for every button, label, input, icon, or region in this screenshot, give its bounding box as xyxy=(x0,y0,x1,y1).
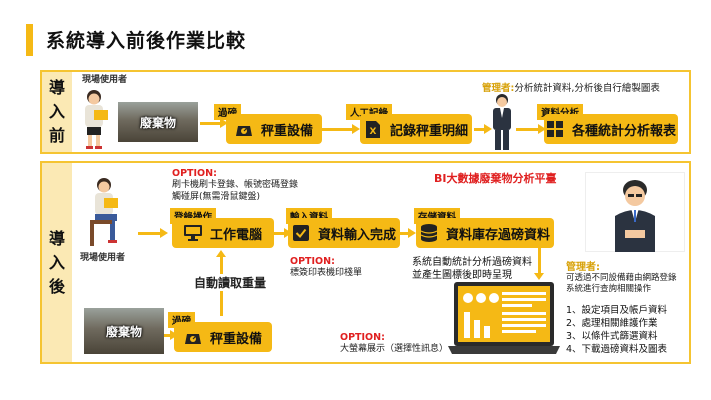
arrow-up-auto-read-head xyxy=(216,250,226,257)
database-box: 資料庫存過磅資料 xyxy=(416,218,554,248)
after-side-char-2: 入 xyxy=(48,252,65,272)
database-label: 資料庫存過磅資料 xyxy=(445,227,550,243)
after-scale-label: 秤重設備 xyxy=(209,331,262,347)
after-manager-block: 管理者: 可透過不同設備藉由網路登錄 系統進行查詢相關操作 xyxy=(566,258,690,295)
waste-photo-label: 廢棄物 xyxy=(139,115,176,130)
after-side-char-1: 導 xyxy=(48,228,65,248)
option-login-title: OPTION: xyxy=(172,168,217,179)
option-login: OPTION: 刷卡機刷卡登錄、帳號密碼登錄 觸碰屏(無需滑鼠鍵盤) xyxy=(172,168,298,203)
grid-report-icon xyxy=(546,120,564,138)
manager-list-item-3: 3、以條件式篩選資料 xyxy=(566,331,658,342)
database-icon xyxy=(420,224,438,242)
work-pc-box: 工作電腦 xyxy=(172,218,274,248)
data-entry-box: 資料輸入完成 xyxy=(288,218,400,248)
before-side-char-3: 前 xyxy=(48,126,65,145)
field-user-figure xyxy=(85,90,108,149)
before-side-char-1: 導 xyxy=(48,78,65,97)
before-side-label: 導 入 前 xyxy=(42,72,72,152)
option-big-screen: OPTION: 大螢幕展示（選擇性訊息） xyxy=(340,332,448,355)
after-manager-title: 管理者: xyxy=(566,262,600,273)
option-login-line2: 觸碰屏(無需滑鼠鍵盤) xyxy=(172,192,261,202)
before-report-box: 各種統計分析報表 xyxy=(544,114,678,144)
option-printer-title: OPTION: xyxy=(290,256,335,267)
before-manager-text: 分析統計資料,分析後自行繪製圖表 xyxy=(514,83,660,94)
arrow-after-2 xyxy=(274,228,292,238)
manager-figure-before xyxy=(493,94,511,150)
option-printer-text: 標簽印表機印棧單 xyxy=(290,268,363,278)
arrow-down-dashboard xyxy=(538,248,541,274)
svg-text:X: X xyxy=(369,127,376,137)
bi-platform-title: BI大數據廢棄物分析平臺 xyxy=(434,172,557,185)
before-report-label: 各種統計分析報表 xyxy=(571,123,676,139)
before-record-box: X 記錄秤重明細 xyxy=(360,114,472,144)
before-scale-label: 秤重設備 xyxy=(260,123,313,139)
option-label-printer: OPTION: 標簽印表機印棧單 xyxy=(290,256,362,279)
manager-list-item-4: 4、下載過磅資料及圖表 xyxy=(566,344,668,355)
dashboard-laptop xyxy=(448,282,560,354)
scale-icon xyxy=(235,120,253,138)
arrow-before-4 xyxy=(516,124,546,134)
arrow-down-dashboard-head xyxy=(534,273,544,280)
data-entry-label: 資料輸入完成 xyxy=(317,227,396,243)
before-side-char-2: 入 xyxy=(48,102,65,121)
scale-icon-after xyxy=(184,328,202,346)
monitor-icon xyxy=(183,224,202,242)
after-user-label: 現場使用者 xyxy=(80,253,126,263)
title-accent-bar xyxy=(26,24,33,56)
checkbox-icon xyxy=(292,224,310,242)
auto-read-weight-label: 自動讀取重量 xyxy=(192,274,269,291)
system-auto-line2: 並產生圖標後即時呈現 xyxy=(412,270,512,281)
page-title: 系統導入前後作業比較 xyxy=(46,30,247,52)
after-manager-desc1: 可透過不同設備藉由網路登錄 xyxy=(566,273,677,283)
before-manager-note: 管理者:分析統計資料,分析後自行繪製圖表 xyxy=(482,80,660,94)
after-scale-box: 秤重設備 xyxy=(174,322,272,352)
arrow-after-1 xyxy=(138,228,168,238)
arrow-after-3 xyxy=(400,228,416,238)
waste-photo-after: 廢棄物 xyxy=(84,308,164,354)
waste-photo-after-label: 廢棄物 xyxy=(105,324,142,339)
excel-icon: X xyxy=(364,120,382,138)
field-user-figure-after xyxy=(90,178,118,246)
system-auto-line1: 系統自動統計分析過磅資料 xyxy=(412,257,532,268)
system-auto-text: 系統自動統計分析過磅資料 並產生圖標後即時呈現 xyxy=(412,256,532,282)
option-screen-text: 大螢幕展示（選擇性訊息） xyxy=(340,344,449,354)
before-record-label: 記錄秤重明細 xyxy=(389,123,468,139)
arrow-before-3 xyxy=(474,124,492,134)
after-side-char-3: 後 xyxy=(48,276,65,296)
arrow-after-scale xyxy=(164,330,178,340)
after-side-label: 導 入 後 xyxy=(42,163,72,362)
before-user-label: 現場使用者 xyxy=(82,75,128,85)
after-manager-desc2: 系統進行查詢相關操作 xyxy=(566,284,652,294)
after-manager-list: 1、設定項目及帳戶資料 2、處理相關維護作業 3、以條件式篩選資料 4、下載過磅… xyxy=(566,304,667,356)
option-screen-title: OPTION: xyxy=(340,332,385,343)
arrow-before-1 xyxy=(200,118,228,128)
manager-list-item-1: 1、設定項目及帳戶資料 xyxy=(566,305,668,316)
work-pc-label: 工作電腦 xyxy=(209,227,262,243)
manager-figure-after xyxy=(615,180,655,252)
before-scale-box: 秤重設備 xyxy=(226,114,322,144)
waste-photo-before: 廢棄物 xyxy=(118,102,198,142)
arrow-before-2 xyxy=(322,124,360,134)
manager-list-item-2: 2、處理相關維護作業 xyxy=(566,318,658,329)
before-manager-title: 管理者: xyxy=(482,83,515,94)
option-login-line1: 刷卡機刷卡登錄、帳號密碼登錄 xyxy=(172,180,299,190)
